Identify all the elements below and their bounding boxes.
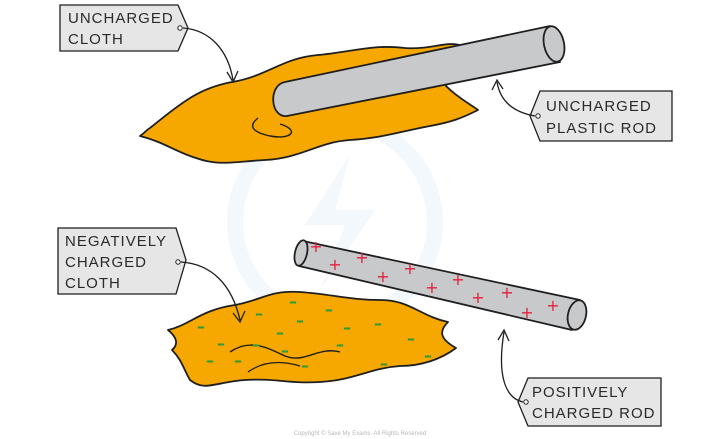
label-negative-cloth-line3: CLOTH [65,275,121,292]
negative-charge: – [296,311,304,330]
positive-charge: + [500,283,513,302]
positive-charge: + [355,248,368,267]
negative-charge: – [407,329,415,348]
label-positive-rod-line2: CHARGED ROD [532,405,656,422]
copyright-text: Copyright © Save My Exams. All Rights Re… [294,430,426,437]
positive-charge: + [309,237,322,256]
negative-charge: – [217,334,225,353]
negative-charge: – [374,314,382,333]
negative-charge: – [325,300,333,319]
label-negatively-charged-cloth: NEGATIVELY CHARGED CLOTH [57,227,187,295]
top-scene: UNCHARGED CLOTH UNCHARGED PLASTIC ROD [59,4,673,164]
positive-charge: + [376,267,389,286]
negative-charge: – [255,304,263,323]
negative-charge: – [197,317,205,336]
label-uncharged-plastic-rod: UNCHARGED PLASTIC ROD [529,90,673,142]
negative-charge: – [380,354,388,373]
label-uncharged-cloth-line2: CLOTH [68,31,124,48]
positive-charge: + [520,303,533,322]
label-uncharged-cloth-line1: UNCHARGED [68,10,174,27]
negative-charge: – [281,341,289,360]
negative-charge: – [234,351,242,370]
negatively-charged-cloth [167,290,457,387]
label-uncharged-rod-line2: PLASTIC ROD [546,120,657,137]
positive-charge: + [328,255,341,274]
negative-charge: – [252,335,260,354]
positive-charge: + [546,296,559,315]
negative-charge: – [336,335,344,354]
negative-charge: – [301,356,309,375]
label-positive-rod-line1: POSITIVELY [532,384,628,401]
negative-charge: – [276,323,284,342]
negative-charge: – [424,346,432,365]
positive-charge: + [451,270,464,289]
pointer-uncharged-rod [496,81,536,117]
bottom-scene: –––––––––––––––––– +++++++++++ NEGATIVEL… [57,227,662,427]
pointer-uncharged-cloth [182,27,234,81]
negative-charge: – [289,292,297,311]
positively-charged-rod [293,239,588,331]
pointer-negative-cloth [180,261,241,321]
label-negative-cloth-line1: NEGATIVELY [65,233,167,250]
positive-charge: + [425,278,438,297]
positive-charge: + [403,259,416,278]
positive-charge: + [471,288,484,307]
label-uncharged-cloth: UNCHARGED CLOTH [59,4,189,52]
pointer-positive-rod [500,331,524,403]
uncharged-plastic-rod [272,25,566,117]
negative-charge: – [343,318,351,337]
label-uncharged-rod-line1: UNCHARGED [546,98,652,115]
negative-charge: – [206,351,214,370]
label-negative-cloth-line2: CHARGED [65,254,147,271]
positive-charges: + + + + + + + + + + + [309,237,559,322]
negative-charges: –––––––––––––––––– [197,292,432,375]
label-positively-charged-rod: POSITIVELY CHARGED ROD [517,377,662,427]
